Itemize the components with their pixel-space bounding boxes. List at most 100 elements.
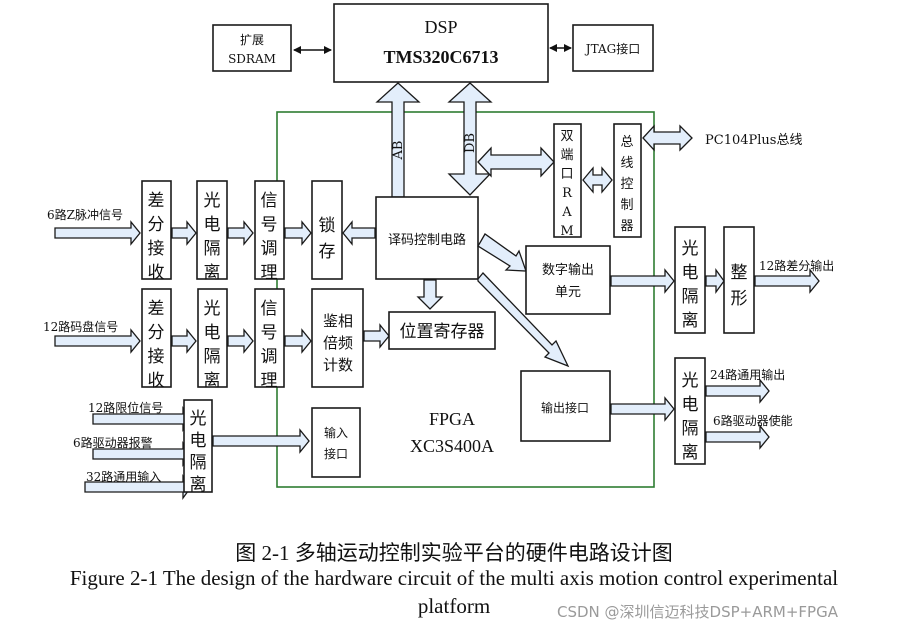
signal_cond-char: 号 bbox=[261, 215, 278, 235]
z-pulse-input-arrow bbox=[54, 220, 141, 246]
data-bus-label: DB bbox=[463, 133, 478, 153]
caption-chinese: 图 2-1 多轴运动控制实验平台的硬件电路设计图 bbox=[235, 541, 673, 565]
dpram-char: 双 bbox=[560, 129, 573, 144]
opto-char: 离 bbox=[190, 475, 207, 495]
opto-char: 电 bbox=[204, 215, 221, 235]
bus_ctrl-char: 控 bbox=[620, 177, 633, 192]
opto-char: 电 bbox=[682, 395, 699, 415]
dpram-char: M bbox=[560, 224, 573, 239]
signal_cond-char: 号 bbox=[261, 323, 278, 343]
decoder-outputif-arrow bbox=[477, 272, 570, 368]
fpga-model: XC3S400A bbox=[410, 436, 494, 456]
position-register-label: 位置寄存器 bbox=[400, 322, 485, 342]
bus_ctrl-char: 制 bbox=[620, 198, 633, 213]
decoder-latch-arrow bbox=[342, 220, 376, 246]
flow-arrow bbox=[284, 220, 312, 246]
decoder-control-block: 译码控制电路 bbox=[375, 196, 479, 280]
digitalout-opto-arrow bbox=[610, 268, 675, 294]
opto-char: 光 bbox=[190, 409, 207, 429]
input-interface-block: 输入 接口 bbox=[311, 407, 361, 478]
bus_ctrl-char: 总 bbox=[620, 135, 633, 150]
diff-output-label: 12路差分输出 bbox=[759, 258, 834, 273]
counter-posreg-arrow bbox=[363, 323, 390, 349]
encoder-input-arrow bbox=[54, 328, 141, 354]
diff_recv-char: 接 bbox=[148, 239, 165, 259]
flow-arrow bbox=[171, 220, 197, 246]
outputif-opto-arrow bbox=[610, 396, 675, 422]
opto-char: 离 bbox=[682, 443, 699, 463]
dpram-char: R bbox=[562, 186, 573, 201]
opto-char: 隔 bbox=[682, 419, 699, 439]
opto-char: 离 bbox=[204, 371, 221, 391]
phase_count-char: 倍频 bbox=[323, 334, 353, 352]
address-bus-arrow bbox=[375, 82, 421, 198]
input-limit-label: 12路限位信号 bbox=[88, 400, 163, 415]
opto-char: 光 bbox=[682, 371, 699, 391]
flow-arrow bbox=[227, 328, 254, 354]
sdram-block: 扩展 SDRAM bbox=[212, 24, 292, 72]
pc104-bus-label: PC104Plus总线 bbox=[705, 133, 802, 148]
opto-char: 隔 bbox=[204, 239, 221, 259]
signal_cond-char: 理 bbox=[261, 263, 278, 283]
driver-enable-label: 6路驱动器使能 bbox=[713, 413, 793, 428]
flow-arrow bbox=[227, 220, 254, 246]
caption-english-line2: platform bbox=[417, 594, 491, 618]
flow-arrow bbox=[284, 328, 312, 354]
signal_cond-char: 理 bbox=[261, 371, 278, 391]
general-output-label: 24路通用输出 bbox=[710, 367, 785, 382]
input-driver-alarm-label: 6路驱动器报警 bbox=[73, 435, 153, 450]
output-interface-block: 输出接口 bbox=[520, 370, 611, 442]
opto-char: 光 bbox=[204, 299, 221, 319]
csdn-watermark: CSDN @深圳信迈科技DSP+ARM+FPGA bbox=[557, 603, 838, 621]
decoder-posreg-arrow bbox=[416, 279, 444, 310]
bus_ctrl-char: 线 bbox=[620, 156, 633, 171]
phase_count-char: 计数 bbox=[323, 356, 353, 374]
general-output-arrow bbox=[705, 378, 770, 404]
phase_count-char: 鉴相 bbox=[323, 312, 353, 330]
diff_recv-char: 分 bbox=[148, 215, 165, 235]
opto-char: 光 bbox=[682, 239, 699, 259]
input-z-pulse-label: 6路Z脉冲信号 bbox=[47, 207, 123, 222]
opto-shaping-arrow bbox=[705, 268, 725, 294]
db-dpram-arrow bbox=[477, 146, 555, 178]
fpga-title: FPGA bbox=[429, 409, 475, 429]
bus_ctrl-char: 器 bbox=[620, 219, 633, 234]
dpram-busctrl-arrow bbox=[582, 166, 613, 194]
input-interface-label-2: 接口 bbox=[324, 446, 348, 461]
digital-output-unit-block: 数字输出 单元 bbox=[525, 245, 611, 315]
opto-char: 离 bbox=[682, 311, 699, 331]
jtag-block: JTAG接口 bbox=[572, 24, 654, 72]
opto-char: 电 bbox=[190, 431, 207, 451]
diff_recv-char: 收 bbox=[148, 263, 165, 283]
shaping-char: 形 bbox=[731, 289, 748, 309]
signal_cond-char: 调 bbox=[261, 347, 278, 367]
caption-english-line1: Figure 2-1 The design of the hardware ci… bbox=[69, 566, 839, 590]
decoder-label: 译码控制电路 bbox=[388, 232, 466, 248]
sdram-label-en: SDRAM bbox=[228, 52, 276, 66]
position-register-block: 位置寄存器 bbox=[388, 311, 496, 350]
signal_cond-char: 信 bbox=[261, 191, 278, 211]
input-encoder-label: 12路码盘信号 bbox=[43, 319, 118, 334]
opto-inputif-arrow bbox=[212, 428, 310, 454]
flow-arrow bbox=[171, 328, 197, 354]
dpram-char: 口 bbox=[560, 167, 573, 182]
dpram-char: 端 bbox=[560, 148, 573, 163]
sdram-label-cn: 扩展 bbox=[240, 33, 264, 47]
signal_cond-char: 信 bbox=[261, 299, 278, 319]
decoder-digitalout-arrow bbox=[477, 233, 527, 272]
pc104-bus-arrow bbox=[642, 124, 693, 152]
diff_recv-char: 收 bbox=[148, 371, 165, 391]
driver-enable-arrow bbox=[705, 424, 770, 450]
